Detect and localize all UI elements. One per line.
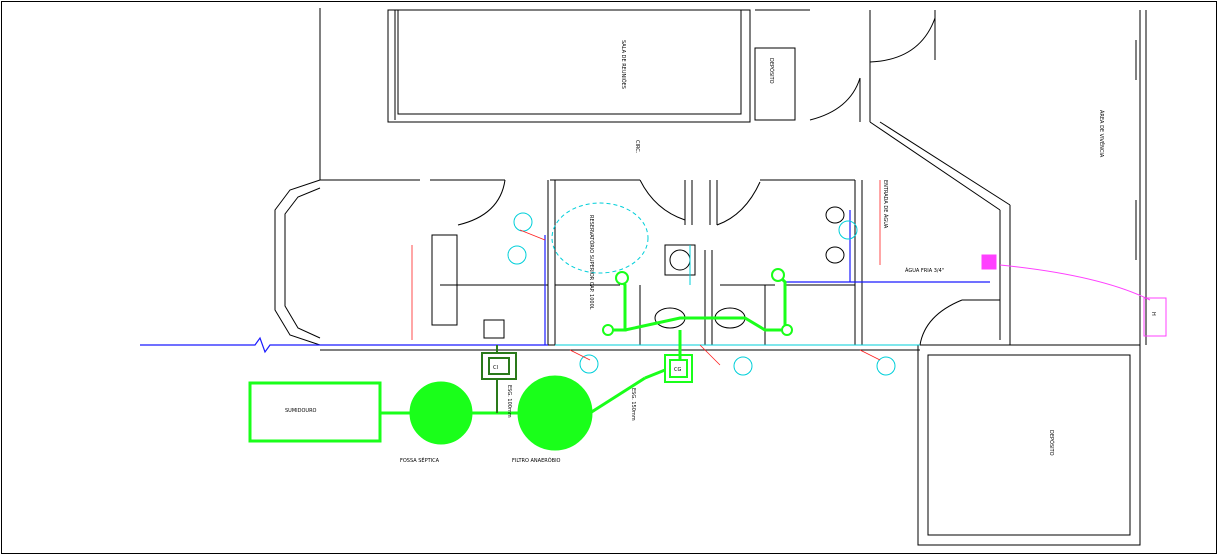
top-room-outline — [387, 9, 751, 123]
sewer-units — [248, 354, 693, 443]
septic-tanks — [409, 268, 793, 451]
label-water-supply: ÁGUA FRIA 3/4" — [905, 267, 944, 274]
lower-right-room-outline — [917, 344, 1141, 546]
room-labels: SALA DE REUNIÕES CIRC. DEPÓSITO ÁREA DE … — [285, 40, 1156, 464]
label-pipe-150: ESG. 150mm — [630, 388, 636, 421]
label-cx-insp: CI — [493, 365, 498, 371]
label-tank: RESERVATÓRIO SUPERIOR CAP. 1000L — [588, 215, 595, 310]
label-right-block: ÁREA DE VIVÊNCIA — [1098, 110, 1106, 158]
deposit-small-outline — [754, 47, 796, 121]
label-inbound: ENTRADA DE ÁGUA — [882, 180, 889, 229]
label-septic: FOSSA SÉPTICA — [400, 456, 440, 464]
walls — [274, 8, 1147, 546]
vent-pipes — [507, 202, 920, 376]
label-deposit-small: DEPÓSITO — [768, 58, 775, 84]
label-lower-right: DEPÓSITO — [1048, 430, 1055, 456]
label-pipe-bottom: ESG. 100mm — [506, 385, 512, 418]
label-hydrometer: H — [1150, 312, 1156, 316]
label-top-room: SALA DE REUNIÕES — [620, 40, 627, 89]
label-sink: SUMIDOURO — [285, 408, 317, 414]
cold-water-pipes — [140, 210, 990, 354]
label-filter: FILTRO ANAERÓBIO — [512, 457, 561, 464]
label-cx-grd: CG — [674, 367, 681, 373]
supply-line — [981, 254, 1167, 337]
inspection-box — [481, 345, 517, 413]
label-corridor: CIRC. — [634, 140, 640, 154]
hot-water-pipes — [411, 180, 881, 366]
